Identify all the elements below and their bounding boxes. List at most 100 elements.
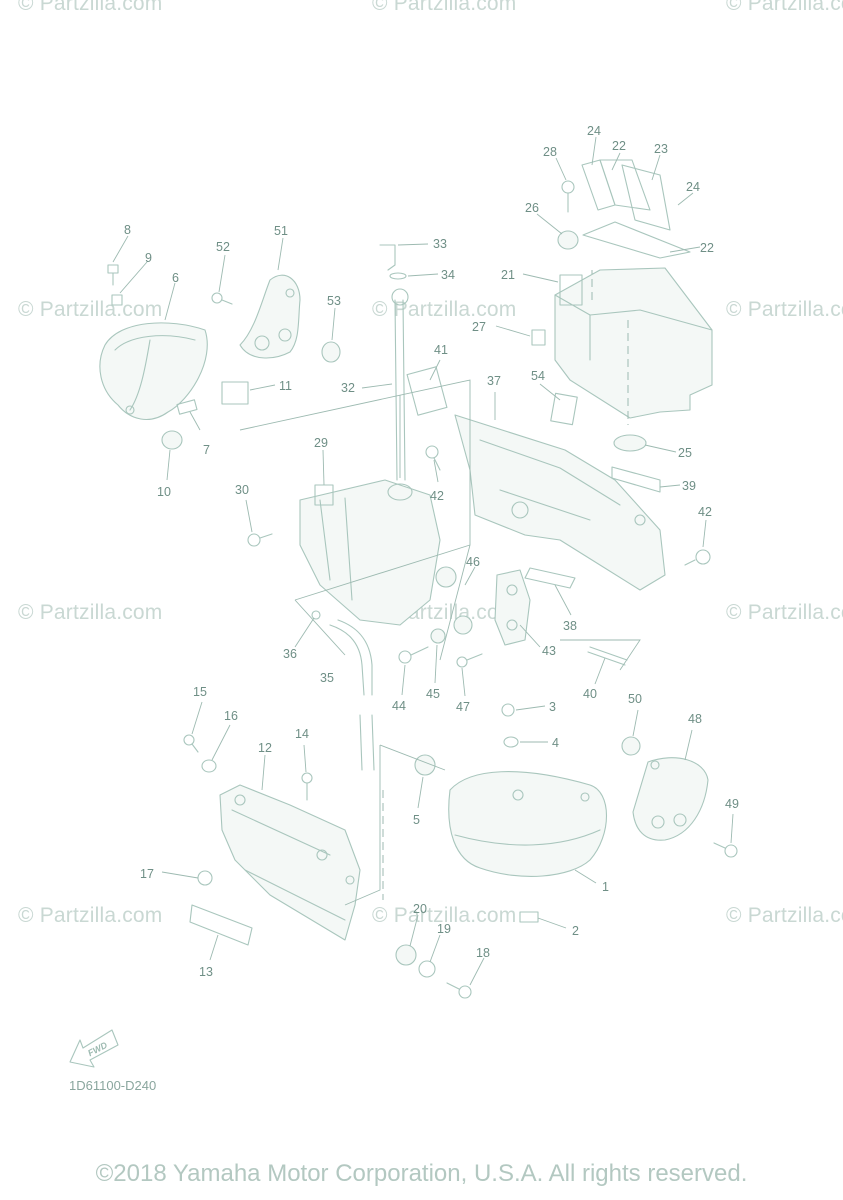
callout-label: 1 (602, 880, 609, 894)
callout-label: 7 (203, 443, 210, 457)
callout-label: 24 (587, 124, 601, 138)
clip-part[interactable] (531, 329, 546, 346)
bolt-part[interactable] (425, 445, 441, 471)
callout-label: 46 (466, 555, 480, 569)
leader-lines (112, 136, 734, 986)
tank-part[interactable] (299, 479, 441, 626)
hose-part[interactable] (329, 619, 373, 696)
callout-label: 39 (682, 479, 696, 493)
watermark: © Partzilla.com (726, 0, 843, 15)
copyright-notice: ©2018 Yamaha Motor Corporation, U.S.A. A… (95, 1160, 748, 1187)
plate-part[interactable] (524, 567, 576, 589)
callout-label: 29 (314, 436, 328, 450)
washer-part[interactable] (503, 736, 519, 748)
callout-label: 14 (295, 727, 309, 741)
callout-label: 35 (320, 671, 334, 685)
damper-part[interactable] (621, 736, 641, 756)
collar-part[interactable] (111, 294, 123, 306)
callout-label: 24 (686, 180, 700, 194)
watermark: © Partzilla.com (372, 298, 517, 321)
watermark: © Partzilla.com (18, 298, 163, 321)
cushion-part[interactable] (161, 430, 183, 450)
bolt-part[interactable] (684, 549, 711, 566)
callout-label: 52 (216, 240, 230, 254)
diagram-code: 1D61100-D240 (69, 1078, 157, 1093)
damper-part[interactable] (557, 230, 579, 250)
watermark: © Partzilla.com (372, 904, 517, 927)
watermark: © Partzilla.com (18, 904, 163, 927)
callout-label: 36 (283, 647, 297, 661)
callout-label: 48 (688, 712, 702, 726)
collar-part[interactable] (418, 960, 436, 978)
bolt-part[interactable] (713, 842, 738, 858)
hose-part[interactable] (359, 714, 375, 771)
callout-label: 49 (725, 797, 739, 811)
side-cover-part[interactable] (448, 771, 608, 877)
callout-label: 43 (542, 644, 556, 658)
damper-part[interactable] (453, 615, 473, 635)
bolt-part[interactable] (456, 653, 483, 668)
callout-label: 42 (698, 505, 712, 519)
bracket-part[interactable] (454, 414, 666, 591)
callout-label: 47 (456, 700, 470, 714)
callout-label: 6 (172, 271, 179, 285)
hose-part[interactable] (379, 244, 409, 481)
watermark: © Partzilla.com (726, 298, 843, 321)
screw-part[interactable] (301, 772, 313, 801)
band-part[interactable] (611, 466, 661, 493)
callout-label: 22 (700, 241, 714, 255)
callout-label: 2 (572, 924, 579, 938)
callout-label: 33 (433, 237, 447, 251)
grommet-part[interactable] (197, 870, 213, 886)
label-part[interactable] (189, 904, 253, 946)
fwd-arrow-icon: FWD (69, 1029, 119, 1068)
bolt-part[interactable] (211, 292, 233, 305)
bolt-part[interactable] (398, 646, 429, 664)
label-part[interactable] (221, 381, 249, 405)
battery-band-part[interactable] (581, 159, 691, 259)
callout-label: 23 (654, 142, 668, 156)
collar-part[interactable] (430, 628, 446, 644)
callout-label: 13 (199, 965, 213, 979)
damper-part[interactable] (395, 944, 417, 966)
callout-label: 22 (612, 139, 626, 153)
bolt-part[interactable] (446, 982, 472, 999)
screw-part[interactable] (561, 180, 575, 213)
callout-label: 32 (341, 381, 355, 395)
clamp-part[interactable] (311, 610, 321, 620)
grommet-part[interactable] (321, 341, 341, 363)
battery-box-part[interactable] (554, 267, 713, 419)
plate-part[interactable] (406, 366, 448, 416)
callout-label: 42 (430, 489, 444, 503)
watermark: © Partzilla.com (726, 601, 843, 624)
watermark: © Partzilla.com (18, 601, 163, 624)
watermark: © Partzilla.com (18, 0, 163, 15)
callout-label: 28 (543, 145, 557, 159)
plate-part[interactable] (550, 392, 578, 426)
side-cover-part[interactable] (219, 784, 361, 941)
callout-labels: 1 2 3 4 5 6 7 8 9 10 11 12 13 14 15 16 1… (124, 124, 739, 979)
callout-label: 18 (476, 946, 490, 960)
damper-part[interactable] (613, 434, 647, 452)
screw-part[interactable] (247, 533, 273, 547)
grommet-part[interactable] (519, 911, 539, 923)
panel-part[interactable] (632, 757, 709, 841)
washer-part[interactable] (201, 759, 217, 773)
damper-part[interactable] (176, 399, 198, 415)
callout-label: 53 (327, 294, 341, 308)
callout-label: 8 (124, 223, 131, 237)
callout-label: 21 (501, 268, 515, 282)
callout-label: 54 (531, 369, 545, 383)
bracket-part[interactable] (494, 569, 531, 646)
bracket-part[interactable] (239, 274, 301, 359)
rod-part[interactable] (587, 646, 628, 666)
callout-label: 15 (193, 685, 207, 699)
screw-part[interactable] (107, 264, 119, 286)
side-cover-left-part[interactable] (99, 322, 208, 421)
screw-part[interactable] (501, 703, 515, 717)
damper-part[interactable] (435, 566, 457, 588)
callout-label: 38 (563, 619, 577, 633)
screw-part[interactable] (183, 734, 199, 753)
